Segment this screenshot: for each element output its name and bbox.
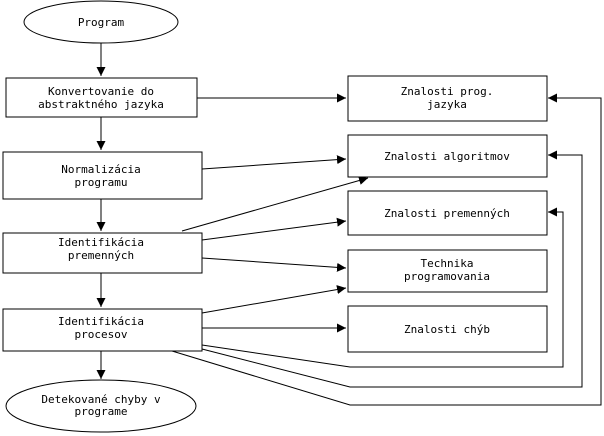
node-znalosti-algoritmov: Znalosti algoritmov — [347, 134, 548, 178]
node-znalosti-premennych: Znalosti premenných — [347, 190, 548, 236]
edge-feedback-to-znalosti-premennych — [201, 207, 564, 368]
edge-identifikacia-premennych-to-znalosti-premennych — [201, 217, 347, 241]
node-program-shape — [23, 0, 179, 44]
node-identifikacia-premennych-line-1: Identifikácia — [58, 236, 144, 249]
edge-identifikacia-premennych-to-znalosti-algoritmov — [181, 176, 369, 232]
edge-identifikacia-procesov-to-technika — [201, 285, 347, 314]
node-identifikacia-premennych-line-2: premenných — [68, 249, 134, 262]
edge-identifikacia-premennych-to-technika — [201, 257, 347, 272]
node-identifikacia-procesov: Identifikácia procesov — [2, 308, 203, 352]
node-konvertovanie-line-2: abstraktného jazyka — [38, 98, 164, 111]
node-detekovane-shape — [5, 379, 197, 433]
node-normalizacia: Normalizácia programu — [2, 151, 203, 200]
node-identifikacia-premennych: Identifikácia premenných — [2, 232, 203, 274]
node-detekovane-line-2: programe — [75, 405, 128, 418]
node-technika-line-2: programovania — [404, 270, 490, 283]
node-znalosti-algoritmov-line-1: Znalosti algoritmov — [384, 150, 510, 163]
node-program: Program — [23, 0, 179, 44]
node-technika-line-1: Technika — [421, 257, 474, 270]
node-znalosti-prog-line-2: jazyka — [427, 98, 467, 111]
node-konvertovanie-line-1: Konvertovanie do — [48, 85, 154, 98]
node-program-label: Program — [78, 16, 125, 29]
node-znalosti-prog-shape — [347, 75, 548, 122]
node-znalosti-premennych-line-1: Znalosti premenných — [384, 207, 510, 220]
node-znalosti-algoritmov-shape — [347, 134, 548, 178]
node-znalosti-prog: Znalosti prog. jazyka — [347, 75, 548, 122]
node-normalizacia-line-1: Normalizácia — [61, 163, 140, 176]
node-znalosti-chyb-shape — [347, 305, 548, 353]
node-normalizacia-line-2: programu — [75, 176, 128, 189]
node-znalosti-chyb: Znalosti chýb — [347, 305, 548, 353]
node-znalosti-chyb-line-1: Znalosti chýb — [404, 323, 490, 336]
node-znalosti-premennych-shape — [347, 190, 548, 236]
node-technika: Technika programovania — [347, 249, 548, 293]
edge-normalizacia-to-znalosti-algoritmov — [201, 155, 347, 170]
node-identifikacia-premennych-shape — [2, 232, 203, 274]
node-identifikacia-procesov-line-2: procesov — [75, 328, 128, 341]
node-identifikacia-procesov-line-1: Identifikácia — [58, 315, 144, 328]
edge-feedback-to-znalosti-algoritmov — [201, 150, 583, 388]
node-normalizacia-shape — [2, 151, 203, 200]
node-detekovane-line-1: Detekované chyby v — [41, 393, 161, 406]
edge-feedback-to-znalosti-prog — [171, 93, 602, 406]
node-detekovane: Detekované chyby v programe — [5, 379, 197, 433]
node-konvertovanie: Konvertovanie do abstraktného jazyka — [5, 77, 198, 118]
node-identifikacia-procesov-shape — [2, 308, 203, 352]
node-technika-shape — [347, 249, 548, 293]
node-konvertovanie-shape — [5, 77, 198, 118]
node-znalosti-prog-line-1: Znalosti prog. — [401, 85, 494, 98]
